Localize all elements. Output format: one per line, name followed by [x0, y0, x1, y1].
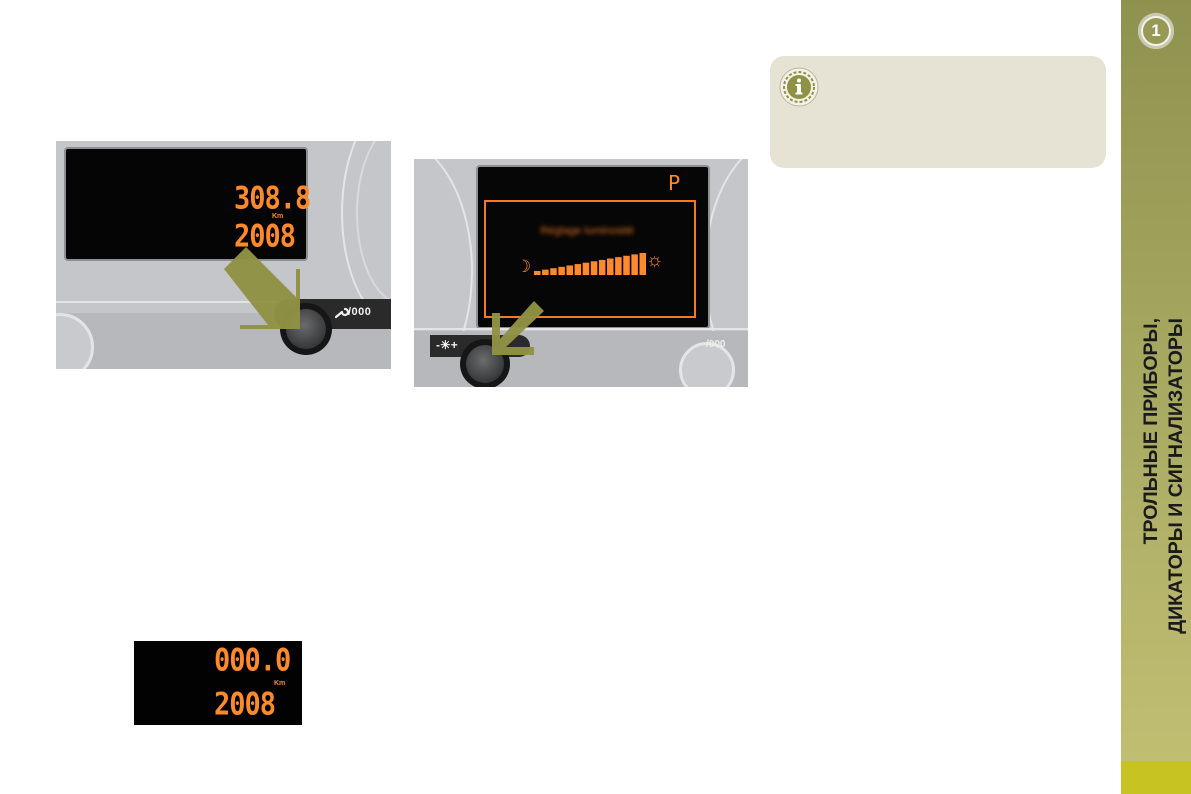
info-icon [779, 67, 819, 107]
brightness-segment [639, 253, 646, 275]
brightness-segment [550, 268, 557, 275]
brightness-segment [607, 258, 614, 275]
brightness-segment [574, 264, 582, 275]
brightness-segment [558, 266, 565, 275]
panel-edge [414, 328, 748, 330]
figure-brightness-adjustment: P Réglage luminosité ☽ ☼ -☀+ /000 [414, 159, 748, 387]
distance-unit: Km [274, 680, 286, 687]
figure-reset-display: 000.0 Km 2008 [134, 641, 302, 725]
distance-unit: Km [272, 213, 284, 220]
brightness-segment [598, 259, 606, 275]
service-button-label: /000 [348, 306, 372, 318]
instrument-display [64, 147, 308, 261]
brightness-segment [582, 262, 590, 275]
brightness-segment [631, 254, 638, 275]
info-note-box [770, 56, 1106, 168]
figure-trip-reset-button: 308.8 Km 2008 /000 [56, 141, 391, 369]
service-button-label: /000 [706, 339, 726, 350]
panel-edge [56, 301, 391, 303]
wrench-icon [335, 307, 349, 319]
odometer-reading: 2008 [214, 687, 276, 723]
moon-icon: ☽ [516, 257, 532, 276]
brightness-segment [566, 265, 573, 275]
gear-indicator: P [668, 171, 681, 195]
brightness-menu-title: Réglage luminosité [540, 225, 634, 237]
trip-reading: 308.8 [234, 181, 311, 217]
brightness-segment [590, 261, 598, 275]
trip-reading: 000.0 [214, 643, 291, 679]
pointer-arrow-icon [224, 247, 300, 329]
chapter-title-line1: ТРОЛЬНЫЕ ПРИБОРЫ, [1140, 318, 1162, 545]
instrument-display [476, 165, 710, 329]
chapter-title-line2: ДИКАТОРЫ И СИГНАЛИЗАТОРЫ [1165, 318, 1187, 634]
brightness-segment [615, 257, 622, 275]
brightness-segment [623, 255, 630, 275]
chapter-number-badge: 1 [1138, 13, 1174, 49]
chapter-number: 1 [1143, 18, 1169, 44]
brightness-button-label: -☀+ [436, 338, 458, 352]
right-gauge-knob [679, 342, 735, 387]
pointer-arrow-icon [492, 301, 544, 355]
brightness-segment [542, 269, 549, 275]
brightness-level-bar [534, 253, 646, 275]
page-number-tab [1121, 761, 1191, 794]
chapter-sidebar [1121, 0, 1191, 794]
left-gauge-rim [414, 159, 473, 387]
brightness-menu-frame [484, 200, 696, 318]
brightness-segment [534, 271, 541, 275]
sun-icon: ☼ [646, 250, 664, 271]
chapter-title: ТРОЛЬНЫЕ ПРИБОРЫ, ДИКАТОРЫ И СИГНАЛИЗАТО… [1135, 318, 1191, 694]
